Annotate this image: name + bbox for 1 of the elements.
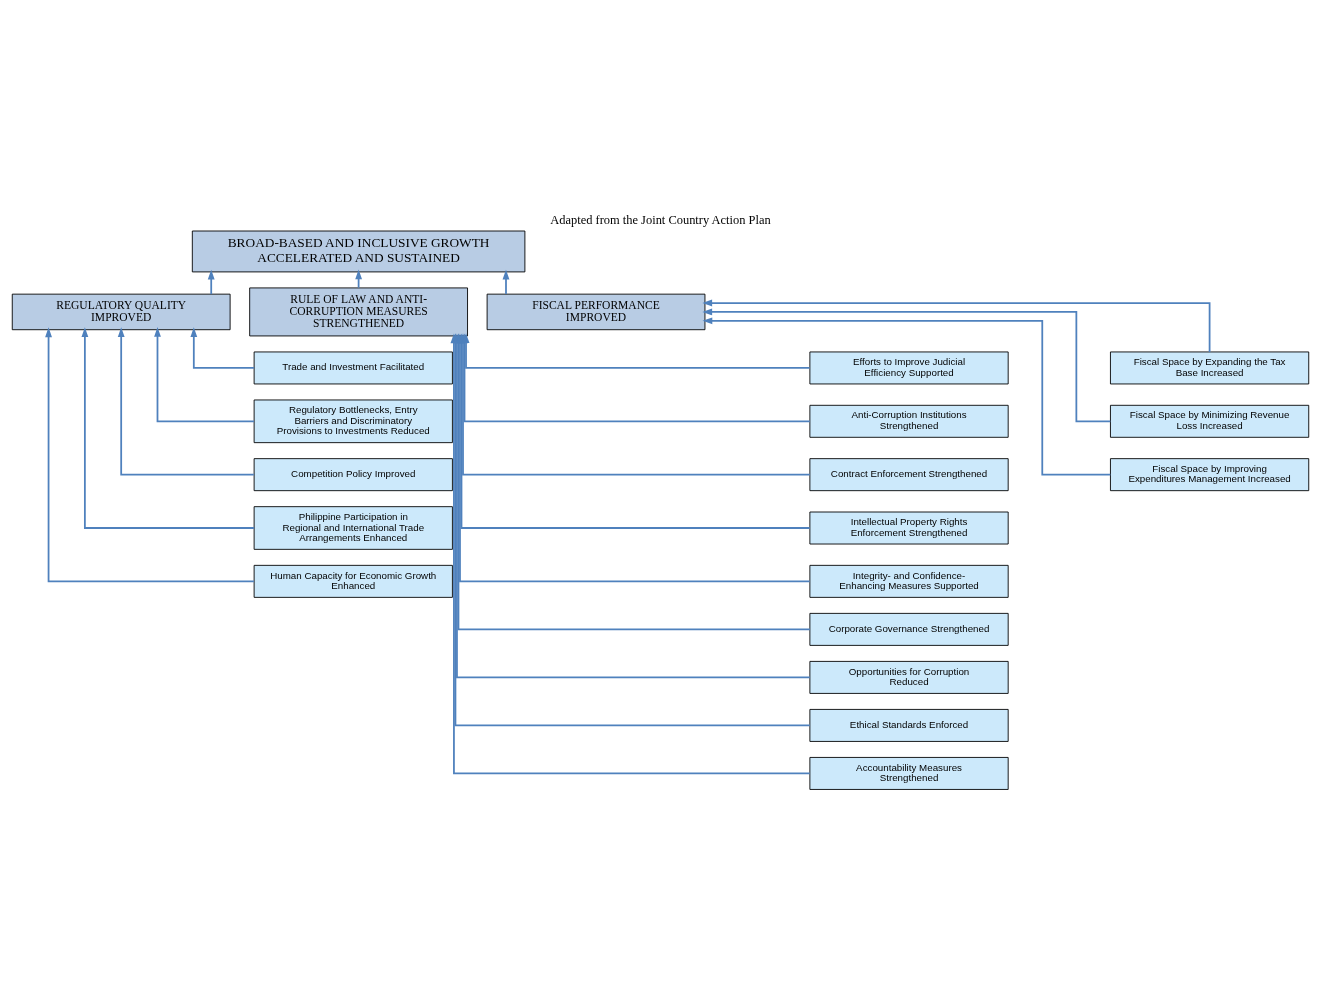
diagram-title: Adapted from the Joint Country Action Plan <box>550 213 771 228</box>
